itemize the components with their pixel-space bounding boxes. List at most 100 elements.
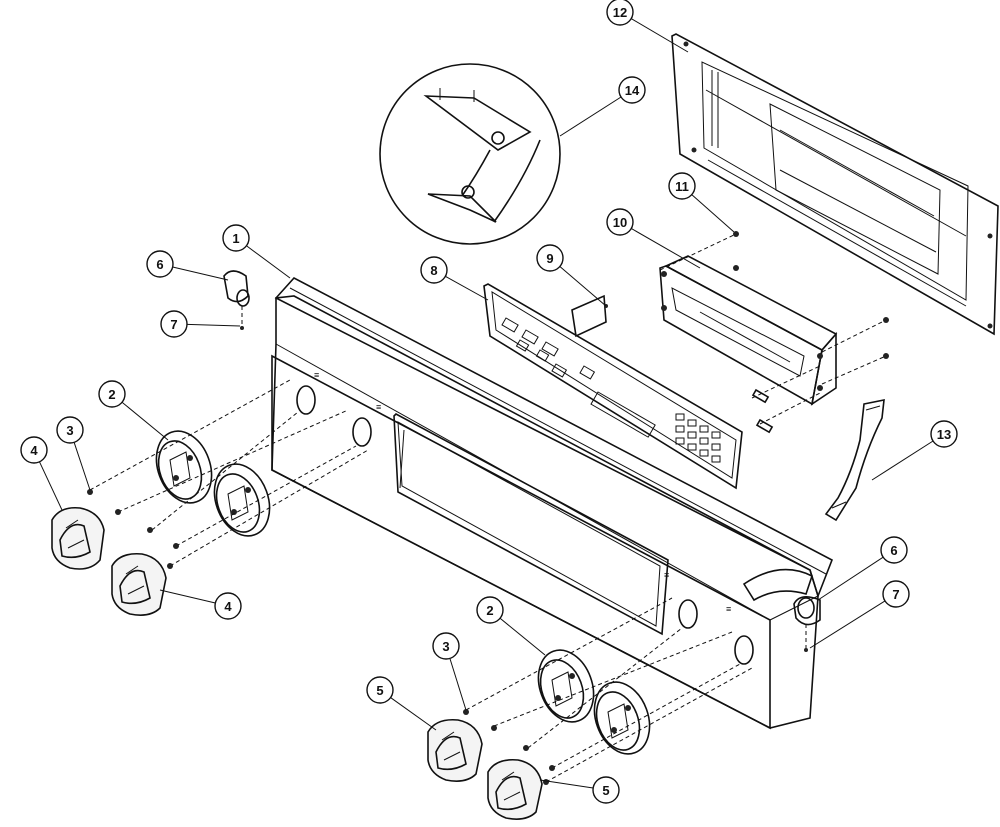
control-panel-body: ≡ ≡ ≡ ≡ xyxy=(271,277,834,730)
callout-c7a: 7 xyxy=(160,310,188,338)
callout-leader-c3a xyxy=(73,442,91,491)
callout-c7b: 7 xyxy=(882,580,910,608)
callout-leader-c13 xyxy=(871,440,934,481)
control-board xyxy=(659,231,889,434)
ribbon-cable xyxy=(824,399,885,522)
callout-circle xyxy=(160,310,188,338)
callout-c3b: 3 xyxy=(432,632,460,660)
callout-leader-c6a xyxy=(172,266,229,281)
callout-circle xyxy=(20,436,48,464)
svg-text:≡: ≡ xyxy=(726,604,731,614)
callout-c2b: 2 xyxy=(476,596,504,624)
callout-number: 9 xyxy=(546,251,553,266)
callout-c3a: 3 xyxy=(56,416,84,444)
knob-left-2 xyxy=(111,552,167,616)
callout-leader-c6b xyxy=(817,556,884,601)
callout-number: 4 xyxy=(224,599,232,614)
callout-leader-c5a xyxy=(390,697,437,731)
callout-leader-c9 xyxy=(559,266,607,307)
callout-circle xyxy=(56,416,84,444)
callout-c5b: 5 xyxy=(592,776,620,804)
callout-circle xyxy=(420,256,448,284)
callout-c11: 11 xyxy=(668,172,696,200)
svg-text:≡: ≡ xyxy=(664,570,669,580)
callout-circle xyxy=(592,776,620,804)
callout-circle xyxy=(222,224,250,252)
callout-circle xyxy=(146,250,174,278)
callout-circle xyxy=(606,0,634,26)
callout-number: 3 xyxy=(442,639,449,654)
callout-c4b: 4 xyxy=(214,592,242,620)
callout-leader-c4b xyxy=(159,589,216,604)
callout-circle xyxy=(432,632,460,660)
bracket-9 xyxy=(571,294,608,338)
back-panel xyxy=(671,33,999,336)
callout-c8: 8 xyxy=(420,256,448,284)
callout-number: 13 xyxy=(937,427,951,442)
callout-circle xyxy=(880,536,908,564)
screws xyxy=(87,489,555,785)
callout-number: 3 xyxy=(66,423,73,438)
callout-number: 5 xyxy=(602,783,609,798)
callout-leader-c7b xyxy=(809,600,886,649)
callout-leader-c4a xyxy=(39,461,63,511)
callout-leader-c11 xyxy=(691,194,735,233)
callout-circle xyxy=(930,420,958,448)
callout-circle xyxy=(618,76,646,104)
callout-c14: 14 xyxy=(618,76,646,104)
callout-number: 7 xyxy=(170,317,177,332)
callout-circle xyxy=(606,208,634,236)
callout-leader-c7a xyxy=(186,323,241,327)
keypad xyxy=(675,413,721,463)
callout-number: 2 xyxy=(108,387,115,402)
callout-leader-c2b xyxy=(499,617,546,656)
callout-c1: 1 xyxy=(222,224,250,252)
callout-leader-c5b xyxy=(539,779,594,789)
knob-bezel-left-2 xyxy=(213,463,271,537)
callout-number: 5 xyxy=(376,683,383,698)
assembly-lines xyxy=(89,379,753,783)
control-overlay xyxy=(483,283,743,490)
callout-leader-c2a xyxy=(121,401,169,441)
knob-bezel-right-1 xyxy=(537,649,595,723)
callout-leader-c14 xyxy=(559,96,622,137)
detail-inset xyxy=(379,63,561,245)
callout-circle xyxy=(214,592,242,620)
callout-c9: 9 xyxy=(536,244,564,272)
callout-circle xyxy=(882,580,910,608)
callout-c6a: 6 xyxy=(146,250,174,278)
knob-bezel-right-2 xyxy=(593,681,651,755)
knob-right-2 xyxy=(487,758,543,820)
callout-circle xyxy=(536,244,564,272)
callout-c10: 10 xyxy=(606,208,634,236)
svg-text:≡: ≡ xyxy=(376,402,381,412)
callout-leader-c12 xyxy=(630,18,689,53)
callout-number: 8 xyxy=(430,263,437,278)
knob-right-1 xyxy=(427,718,483,782)
callout-number: 12 xyxy=(613,5,627,20)
knob-left-1 xyxy=(51,506,105,570)
callout-number: 7 xyxy=(892,587,899,602)
callout-c5a: 5 xyxy=(366,676,394,704)
callout-number: 2 xyxy=(486,603,493,618)
callout-leader-c8 xyxy=(445,275,489,301)
callout-c12: 12 xyxy=(606,0,634,26)
callout-circle xyxy=(668,172,696,200)
callout-c13: 13 xyxy=(930,420,958,448)
callout-c2a: 2 xyxy=(98,380,126,408)
end-clip-right xyxy=(793,596,821,652)
callout-leader-c1 xyxy=(246,245,291,279)
callout-number: 11 xyxy=(675,179,689,194)
callout-leader-c3b xyxy=(449,658,467,711)
callout-circle xyxy=(98,380,126,408)
callout-number: 14 xyxy=(625,83,640,98)
knob-bezel-left-1 xyxy=(155,430,213,504)
callout-leader-c10 xyxy=(631,228,701,269)
callout-circle xyxy=(366,676,394,704)
callout-c6b: 6 xyxy=(880,536,908,564)
end-clip-left xyxy=(223,270,250,330)
callout-number: 4 xyxy=(30,443,38,458)
